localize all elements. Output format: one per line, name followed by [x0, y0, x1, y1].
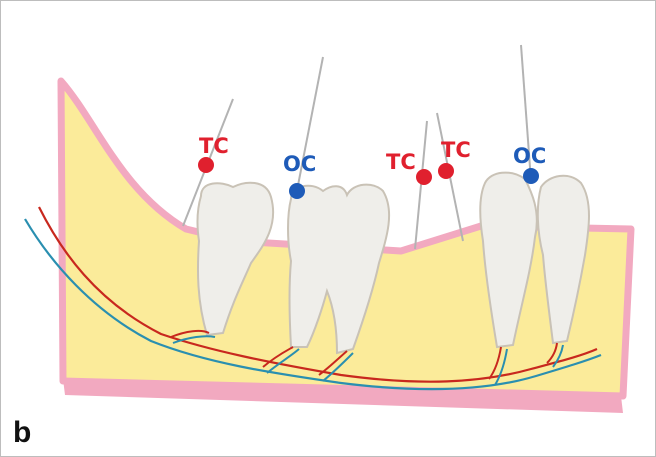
- marker-dot: [289, 183, 305, 199]
- marker-dot: [438, 163, 454, 179]
- marker-dot: [198, 157, 214, 173]
- marker-label: OC: [513, 144, 546, 168]
- marker-label: OC: [283, 152, 316, 176]
- marker-dot: [416, 169, 432, 185]
- marker-label: TC: [199, 134, 229, 158]
- marker-tc-1: TC: [198, 134, 229, 173]
- panel-letter: b: [13, 416, 31, 450]
- marker-dot: [523, 168, 539, 184]
- needle-3: [415, 121, 427, 249]
- marker-tc-3: TC: [438, 138, 471, 179]
- marker-label: TC: [386, 150, 416, 174]
- marker-tc-2: TC: [386, 150, 432, 185]
- marker-label: TC: [441, 138, 471, 162]
